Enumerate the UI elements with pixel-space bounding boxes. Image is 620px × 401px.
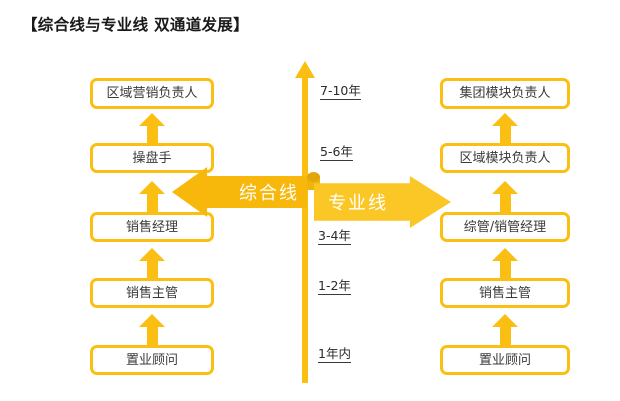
left-role-label-4: 销售主管 [125,285,178,301]
left-up-arrow-4 [139,314,165,346]
arrow-shaft [146,261,158,279]
timeline-label-2: 5-6年 [320,144,353,161]
arrow-head-icon [139,113,165,126]
arrow-shaft [146,327,158,346]
left-role-label-1: 区域营销负责人 [106,86,198,101]
arrow-head-icon [492,113,518,126]
right-up-arrow-1 [492,113,518,143]
ribbon-curl-icon [307,172,320,182]
timeline-axis-line [302,76,308,383]
timeline-label-4: 1-2年 [318,278,351,295]
banner-comprehensive-track[interactable]: 综合线 [172,167,307,217]
arrow-head-icon [139,181,165,194]
timeline-label-1: 7-10年 [320,83,361,100]
right-role-label-3: 综管/销管经理 [463,219,547,235]
right-role-box-1[interactable]: 集团模块负责人 [440,78,570,109]
page-title: 【综合线与专业线 双通道发展】 [22,16,249,34]
left-role-box-5[interactable]: 置业顾问 [90,345,214,375]
banner-left-label: 综合线 [239,183,299,204]
arrow-shaft [499,261,511,279]
right-up-arrow-2 [492,181,518,213]
left-up-arrow-1 [139,113,165,143]
right-role-label-4: 销售主管 [478,285,531,301]
left-role-box-4[interactable]: 销售主管 [90,278,214,308]
left-role-label-2: 操盘手 [132,150,172,166]
arrow-shaft [146,126,158,143]
banner-professional-track[interactable]: 专业线 [314,176,451,228]
left-up-arrow-2 [139,181,165,213]
right-role-box-3[interactable]: 综管/销管经理 [440,212,570,242]
left-role-label-3: 销售经理 [125,219,178,235]
arrow-shaft [146,194,158,213]
right-up-arrow-4 [492,314,518,346]
right-role-label-2: 区域模块负责人 [459,150,551,166]
arrow-shaft [499,126,511,143]
arrow-head-icon [492,314,518,327]
arrow-shaft [499,194,511,213]
left-role-label-5: 置业顾问 [125,352,178,368]
arrow-head-icon [139,248,165,261]
right-up-arrow-3 [492,248,518,279]
timeline-label-3: 3-4年 [318,228,351,245]
arrow-head-icon [492,181,518,194]
right-role-label-5: 置业顾问 [478,352,531,368]
left-role-box-3[interactable]: 销售经理 [90,212,214,242]
right-role-box-2[interactable]: 区域模块负责人 [440,143,570,173]
banner-right-label: 专业线 [328,193,388,214]
arrow-shaft [499,327,511,346]
arrow-head-icon [139,314,165,327]
arrow-head-icon [492,248,518,261]
right-role-box-4[interactable]: 销售主管 [440,278,570,308]
right-role-box-5[interactable]: 置业顾问 [440,345,570,375]
timeline-axis-arrowhead-icon [295,61,315,78]
left-up-arrow-3 [139,248,165,279]
left-role-box-1[interactable]: 区域营销负责人 [90,78,214,109]
left-role-box-2[interactable]: 操盘手 [90,143,214,173]
timeline-label-5: 1年内 [318,346,351,363]
right-role-label-1: 集团模块负责人 [459,86,551,101]
